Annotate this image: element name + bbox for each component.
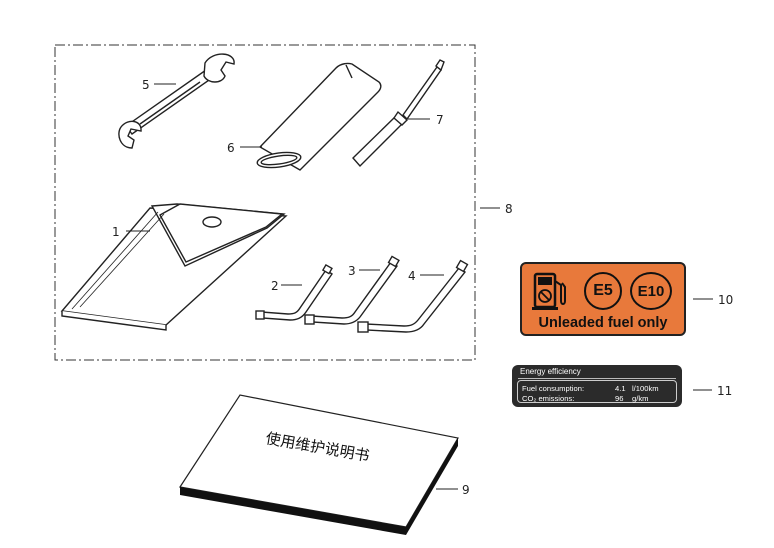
fuel-pump-icon — [532, 272, 566, 310]
callout-10: 10 — [718, 293, 733, 307]
pin-wrench-2 — [255, 263, 333, 321]
wrench — [118, 53, 235, 149]
callout-7: 7 — [436, 113, 444, 127]
callout-2: 2 — [271, 279, 279, 293]
callout-4: 4 — [408, 269, 416, 283]
e10-badge: E10 — [630, 272, 672, 310]
fuel-consumption-value: 4.1 — [615, 384, 626, 393]
callout-11: 11 — [717, 384, 732, 398]
callout-9: 9 — [462, 483, 470, 497]
fuel-consumption-row: Fuel consumption: 4.1 l/100km — [522, 384, 672, 394]
callout-1: 1 — [112, 225, 120, 239]
tool-bag — [60, 203, 288, 331]
fuel-label-text: Unleaded fuel only — [538, 315, 668, 331]
co2-emissions-value: 96 — [615, 394, 624, 403]
co2-emissions-unit: g/km — [632, 394, 649, 403]
energy-efficiency-label: Energy efficiency Fuel consumption: 4.1 … — [512, 365, 682, 407]
leader-lines — [126, 83, 713, 490]
energy-label-title: Energy efficiency — [518, 367, 676, 379]
co2-emissions-row: CO₂ emissions: 96 g/km — [522, 394, 672, 404]
owners-manual — [179, 394, 459, 535]
unleaded-fuel-label: E5 E10 Unleaded fuel only — [520, 262, 686, 336]
co2-emissions-label: CO₂ emissions: — [522, 394, 575, 403]
callout-3: 3 — [348, 264, 356, 278]
screwdriver — [352, 59, 445, 168]
pin-wrench-3 — [304, 255, 400, 325]
callout-6: 6 — [227, 141, 235, 155]
callout-5: 5 — [142, 78, 150, 92]
fuel-consumption-label: Fuel consumption: — [522, 384, 585, 393]
callout-8: 8 — [505, 202, 513, 216]
sleeve-tube — [256, 62, 382, 171]
e5-badge: E5 — [584, 272, 622, 310]
fuel-consumption-unit: l/100km — [632, 384, 659, 393]
pin-wrench-4 — [357, 259, 469, 333]
energy-values-box: Fuel consumption: 4.1 l/100km CO₂ emissi… — [517, 380, 677, 403]
kit-boundary — [54, 44, 476, 361]
